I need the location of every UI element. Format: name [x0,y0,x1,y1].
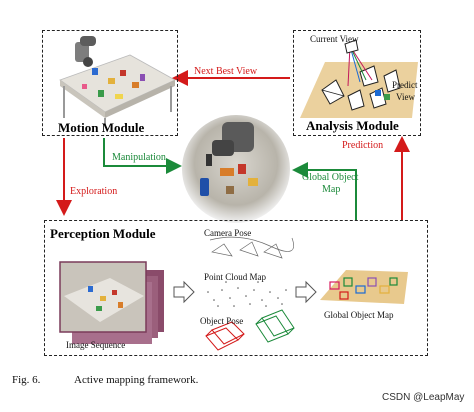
predict-view-label-line1: Predict [392,80,418,90]
csdn-watermark: CSDN @LeapMay [382,392,465,403]
center-robot-image [182,115,290,223]
analysis-module-image [300,39,418,118]
manipulation-arrow [103,138,182,174]
predict-view-label-line2: View [396,92,415,102]
global-object-map-label-line1: Global Object [302,172,359,183]
prediction-label: Prediction [342,140,384,151]
exploration-label: Exploration [70,186,118,197]
perception-module-box [44,220,428,356]
camera-pose-label: Camera Pose [204,228,252,238]
global-object-map-arrow [292,162,357,220]
motion-module-title: Motion Module [58,120,145,135]
analysis-module-title: Analysis Module [306,118,399,133]
analysis-module-box [293,30,421,136]
motion-module-box [42,30,178,136]
image-sequence-stack [59,261,164,344]
global-object-map-image [320,270,408,304]
point-cloud-map-label: Point Cloud Map [204,272,267,282]
global-object-map-label-line2: Map [322,184,341,195]
figure-number: Fig. 6. [12,374,41,386]
perception-module-title: Perception Module [50,226,156,241]
point-cloud-image [207,281,287,307]
object-pose-label: Object Pose [200,316,244,326]
hollow-arrows [173,280,317,304]
current-view-label: Current View [310,34,359,44]
manipulation-label: Manipulation [112,152,166,163]
motion-module-image [59,36,176,125]
image-sequence-label: Image Sequence [66,340,126,350]
global-object-map-caption: Global Object Map [324,310,394,320]
object-pose-image [205,309,295,351]
next-best-view-label: Next Best View [194,66,258,77]
camera-pose-image [209,236,294,259]
figure-caption-text: Active mapping framework. [74,374,199,386]
